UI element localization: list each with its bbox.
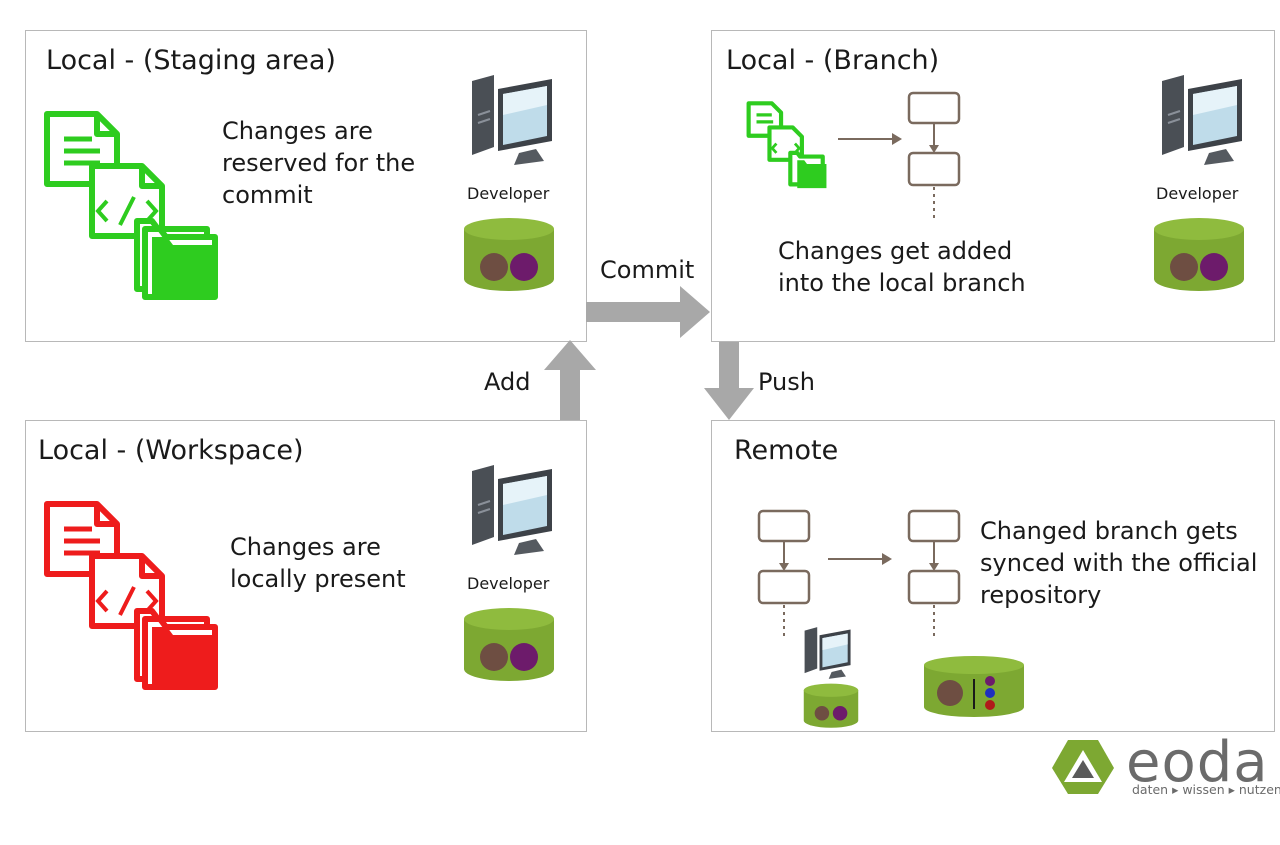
desc-line: reserved for the xyxy=(222,149,416,177)
commit-node-icon xyxy=(907,509,961,637)
developer-label: Developer xyxy=(467,184,550,203)
computer-icon xyxy=(1162,75,1242,165)
desc-line: Changes are xyxy=(222,117,373,145)
file-stack-icon xyxy=(746,101,827,189)
database-icon xyxy=(464,608,554,681)
remote-panel: Remote Changed branch gets synced with t… xyxy=(711,420,1275,732)
desc-line: Changes are xyxy=(230,533,381,561)
commit-node-icon xyxy=(907,91,961,219)
desc-line: locally present xyxy=(230,565,406,593)
flow-arrow-icon xyxy=(828,553,892,565)
workspace-panel: Local - (Workspace) Changes are locally … xyxy=(25,420,587,732)
file-stack-icon xyxy=(44,111,218,300)
panel-description: Changes get added into the local branch xyxy=(778,235,1026,299)
panel-description: Changed branch gets synced with the offi… xyxy=(980,515,1257,611)
staging-area-panel: Local - (Staging area) Changes are reser… xyxy=(25,30,587,342)
add-label: Add xyxy=(484,368,531,396)
desc-line: Changed branch gets xyxy=(980,517,1238,545)
eoda-emblem-icon xyxy=(1052,740,1114,794)
panel-description: Changes are reserved for the commit xyxy=(222,115,415,211)
brand-tagline: daten ▸ wissen ▸ nutzen xyxy=(1132,782,1280,797)
eoda-logo: eoda daten ▸ wissen ▸ nutzen xyxy=(1050,730,1280,800)
push-arrow-icon xyxy=(704,342,754,420)
file-stack-icon xyxy=(44,501,218,690)
developer-label: Developer xyxy=(1156,184,1239,203)
desc-line: repository xyxy=(980,581,1102,609)
panel-title: Remote xyxy=(734,435,839,466)
computer-icon xyxy=(804,627,851,679)
panel-title: Local - (Workspace) xyxy=(38,435,304,466)
computer-icon xyxy=(472,465,552,555)
panel-title: Local - (Branch) xyxy=(726,45,940,76)
desc-line: commit xyxy=(222,181,313,209)
commit-node-icon xyxy=(757,509,811,637)
desc-line: into the local branch xyxy=(778,269,1026,297)
commit-label: Commit xyxy=(600,256,695,284)
push-label: Push xyxy=(758,368,815,396)
database-icon xyxy=(1154,218,1244,291)
database-icon xyxy=(803,683,859,728)
panel-description: Changes are locally present xyxy=(230,531,406,595)
developer-label: Developer xyxy=(467,574,550,593)
desc-line: Changes get added xyxy=(778,237,1013,265)
computer-icon xyxy=(472,75,552,165)
local-branch-panel: Local - (Branch) Changes get added into … xyxy=(711,30,1275,342)
database-icon xyxy=(464,218,554,291)
desc-line: synced with the official xyxy=(980,549,1258,577)
panel-title: Local - (Staging area) xyxy=(46,45,336,76)
commit-arrow-icon xyxy=(586,286,710,338)
add-arrow-icon xyxy=(544,340,596,420)
flow-arrow-icon xyxy=(838,133,902,145)
shared-database-icon xyxy=(924,656,1024,717)
brand-name: eoda xyxy=(1126,730,1269,795)
